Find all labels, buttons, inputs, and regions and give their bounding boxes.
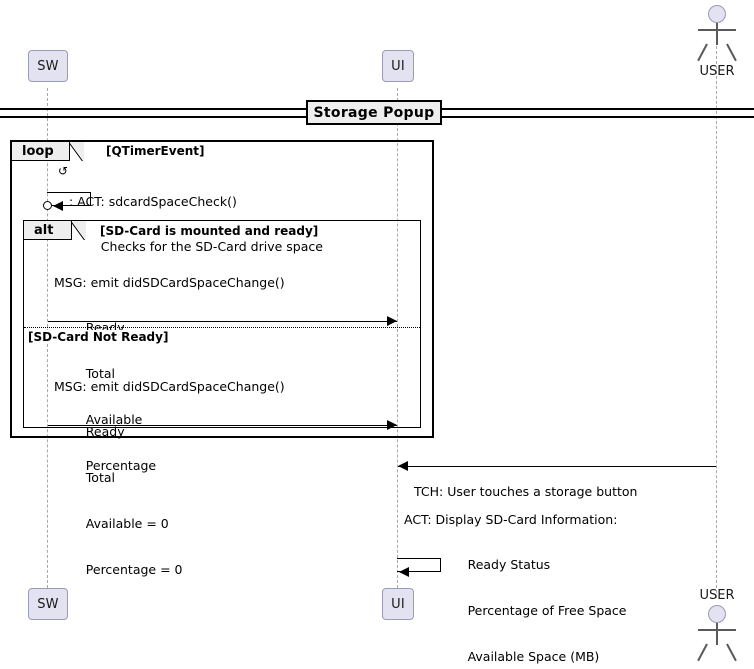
message-m5-line-1: Ready Status (404, 557, 551, 573)
message-m3-text: MSG: emit didSDCardSpaceChange() Ready T… (54, 348, 285, 608)
message-m5-arrowhead (399, 567, 409, 577)
message-m3-line-0: MSG: emit didSDCardSpaceChange() (54, 378, 285, 394)
participant-sw-label-bottom: SW (37, 596, 59, 612)
message-m2-line (48, 321, 397, 322)
message-m2-text: MSG: emit didSDCardSpaceChange() Ready T… (54, 244, 285, 504)
message-m2-line-3: Available (54, 412, 143, 428)
message-m1-line-1: Checks for the SD-Card drive space (69, 239, 323, 255)
lifeline-user (716, 36, 717, 598)
actor-leg-right-top (726, 43, 737, 62)
message-m3-line-2: Total (54, 470, 115, 486)
message-m5-line-0: ACT: Display SD-Card Information: (404, 511, 618, 527)
recurrence-icon: ↺ (58, 164, 69, 178)
divider-rule-right-lower (442, 116, 754, 118)
message-m4-arrowhead (398, 461, 408, 471)
actor-leg-left-top (697, 43, 708, 62)
message-m3-arrowhead (387, 420, 397, 430)
message-m5-line-2: Percentage of Free Space (404, 603, 627, 619)
fragment-loop-operator-tab: loop (12, 142, 70, 161)
fragment-loop-tab-notch-edge (69, 142, 85, 161)
message-m5-text: ACT: Display SD-Card Information: Ready … (404, 481, 626, 669)
message-m3-line-4: Percentage = 0 (54, 562, 183, 578)
fragment-loop-operator-label: loop (22, 143, 54, 159)
actor-arms-line-top (698, 29, 736, 31)
divider-label: Storage Popup (313, 104, 435, 121)
message-m4-line (398, 466, 716, 467)
fragment-loop-condition: [QTimerEvent] (106, 144, 205, 158)
message-m1-self-loop (47, 192, 91, 206)
fragment-alt-tab-notch-edge (71, 221, 87, 240)
actor-user-label-bottom: USER (699, 588, 735, 603)
divider-rule-left-upper (0, 108, 306, 110)
fragment-alt-else-condition: [SD-Card Not Ready] (27, 330, 170, 344)
message-m4-text: TCH: User touches a storage button (414, 453, 637, 529)
actor-body-line-bottom (716, 623, 718, 645)
actor-body-line-top (716, 23, 718, 45)
message-m1-line-0: : ACT: sdcardSpaceCheck() (69, 193, 237, 209)
divider-rule-right-upper (442, 108, 754, 110)
participant-ui-bottom[interactable]: UI (382, 588, 414, 620)
message-m3-line-1: Ready (54, 424, 125, 440)
message-m5-self-loop (397, 558, 441, 572)
fragment-alt-tab-notch (72, 221, 86, 240)
divider-rule-left-lower (0, 116, 306, 118)
fragment-loop (10, 140, 434, 438)
participant-ui-label-top: UI (391, 58, 405, 74)
actor-head-icon-bottom (708, 605, 726, 623)
fragment-loop-tab-notch (70, 142, 84, 161)
message-m2-line-2: Total (54, 366, 115, 382)
message-m2-line-0: MSG: emit didSDCardSpaceChange() (54, 274, 285, 290)
message-m1-endpoint-circle (43, 201, 52, 210)
message-m5-line-3: Available Space (MB) (404, 649, 600, 665)
message-m4-line-0: TCH: User touches a storage button (414, 483, 638, 499)
participant-ui-top[interactable]: UI (382, 50, 414, 82)
message-m3-line-3: Available = 0 (54, 516, 169, 532)
message-m1-arrowhead (53, 201, 63, 211)
divider-label-box: Storage Popup (306, 100, 442, 125)
actor-head-icon-top (708, 5, 726, 23)
message-m1-text: : ACT: sdcardSpaceCheck() Checks for the… (69, 163, 323, 285)
actor-arms-line-bottom (698, 629, 736, 631)
fragment-alt-operator-label: alt (34, 222, 54, 238)
actor-user-label-top: USER (699, 64, 735, 79)
fragment-alt-else-separator (24, 327, 420, 328)
message-m2-line-4: Percentage (54, 458, 157, 474)
message-m3-line (48, 425, 397, 426)
participant-sw-label-top: SW (37, 58, 59, 74)
fragment-alt-operator-tab: alt (24, 221, 72, 240)
message-m2-arrowhead (387, 316, 397, 326)
actor-leg-left-bottom (697, 643, 708, 662)
actor-leg-right-bottom (726, 643, 737, 662)
participant-ui-label-bottom: UI (391, 596, 405, 612)
fragment-alt-condition: [SD-Card is mounted and ready] (100, 224, 319, 238)
fragment-alt (23, 220, 421, 428)
participant-sw-top[interactable]: SW (28, 50, 68, 82)
lifeline-ui (397, 88, 398, 593)
participant-sw-bottom[interactable]: SW (28, 588, 68, 620)
